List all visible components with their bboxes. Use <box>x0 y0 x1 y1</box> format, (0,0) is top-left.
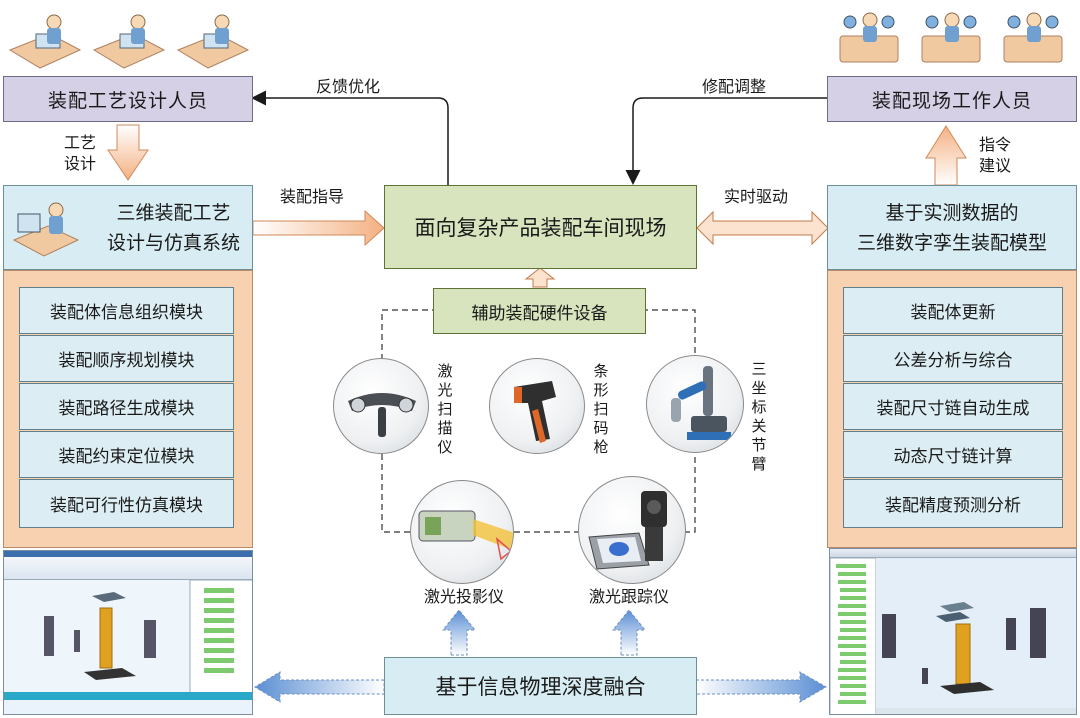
right-software-screenshot <box>829 548 1077 715</box>
hardware-box: 辅助装配硬件设备 <box>433 288 646 334</box>
left-module-label: 装配顺序规划模块 <box>58 351 195 371</box>
right-module-item: 装配尺寸链自动生成 <box>843 383 1063 430</box>
left-module-label: 装配路径生成模块 <box>58 399 195 419</box>
cmm-arm-label: 三坐标关节臂 <box>751 360 767 473</box>
laser-projector-label: 激光投影仪 <box>424 587 505 606</box>
right-module-label: 动态尺寸链计算 <box>893 447 1013 467</box>
left-module-item: 装配体信息组织模块 <box>19 287 234 334</box>
digital-twin-box: 基于实测数据的 三维数字孪生装配模型 <box>827 185 1077 270</box>
left-module-label: 装配约束定位模块 <box>58 447 195 467</box>
process-design-label: 工艺设计 <box>64 133 97 173</box>
fusion-title: 基于信息物理深度融合 <box>435 675 646 699</box>
designers-title: 装配工艺设计人员 <box>47 89 208 112</box>
right-module-label: 装配体更新 <box>910 303 996 323</box>
left-module-item: 装配约束定位模块 <box>19 431 234 478</box>
laser-projector-icon <box>418 510 513 561</box>
hardware-title: 辅助装配硬件设备 <box>471 303 608 324</box>
digital-twin-line1: 基于实测数据的 <box>885 201 1019 224</box>
workers-box: 装配现场工作人员 <box>827 76 1077 122</box>
left-module-item: 装配路径生成模块 <box>19 383 234 430</box>
left-module-label: 装配体信息组织模块 <box>50 303 203 323</box>
realtime-arrow <box>696 210 829 246</box>
realtime-label: 实时驱动 <box>724 187 789 206</box>
hardware-up-arrow <box>524 267 556 288</box>
right-module-label: 装配尺寸链自动生成 <box>876 399 1030 419</box>
projector-up-arrow <box>441 609 477 656</box>
right-module-item: 装配精度预测分析 <box>843 479 1063 528</box>
adjust-arrow <box>625 97 827 185</box>
right-module-label: 公差分析与综合 <box>893 351 1013 371</box>
cmm-arm-image <box>646 355 744 453</box>
barcode-gun-image <box>489 358 585 454</box>
screenshot-title-bar <box>4 551 252 557</box>
workshop-site-title: 面向复杂产品装配车间现场 <box>414 216 667 240</box>
worker-person-icon <box>1003 12 1063 63</box>
assembly-guide-label: 装配指导 <box>280 187 345 206</box>
right-module-item: 公差分析与综合 <box>843 335 1063 382</box>
barcode-gun-label: 条形扫码枪 <box>593 362 609 456</box>
left-system-line1: 三维装配工艺 <box>116 201 231 224</box>
laser-tracker-label: 激光跟踪仪 <box>589 587 670 606</box>
digital-twin-line2: 三维数字孪生装配模型 <box>856 231 1047 254</box>
instruction-label: 指令建议 <box>979 135 1012 175</box>
assembly-guide-arrow <box>252 209 385 247</box>
instruction-arrow <box>925 125 967 186</box>
worker-person-icon <box>839 12 899 63</box>
feedback-label: 反馈优化 <box>316 77 381 96</box>
designer-person-icon <box>8 14 82 69</box>
tracker-up-arrow <box>611 609 647 656</box>
left-module-item: 装配顺序规划模块 <box>19 335 234 382</box>
process-design-arrow <box>107 124 149 181</box>
laser-scanner-icon <box>348 393 416 437</box>
assembly-3d-view <box>4 579 252 701</box>
worker-people-icons <box>839 12 1063 63</box>
workers-title: 装配现场工作人员 <box>871 89 1032 112</box>
laser-tracker-icon <box>588 491 667 570</box>
laser-scanner-label: 激光扫描仪 <box>437 362 453 456</box>
designer-person-icon <box>176 14 250 69</box>
right-module-item: 装配体更新 <box>843 287 1063 334</box>
feedback-arrow <box>251 90 449 185</box>
right-module-item: 动态尺寸链计算 <box>843 431 1063 478</box>
cmm-arm-icon <box>671 366 731 440</box>
laser-projector-image <box>410 480 514 584</box>
adjust-label: 修配调整 <box>702 77 767 96</box>
screenshot-toolbar <box>4 557 252 580</box>
right-module-label: 装配精度预测分析 <box>885 496 1021 516</box>
designer-people-icons <box>8 14 250 69</box>
twin-3d-view <box>830 557 1076 714</box>
left-software-screenshot <box>3 550 253 715</box>
designer-at-computer-icon <box>12 202 80 257</box>
fusion-box: 基于信息物理深度融合 <box>384 657 697 715</box>
screenshot-menu-bar <box>830 549 1076 558</box>
workshop-site-box: 面向复杂产品装配车间现场 <box>384 185 697 269</box>
left-system-line2: 设计与仿真系统 <box>106 231 240 254</box>
designers-box: 装配工艺设计人员 <box>3 76 253 122</box>
laser-tracker-image <box>578 476 686 584</box>
left-module-item: 装配可行性仿真模块 <box>19 479 234 528</box>
left-system-box: 三维装配工艺 设计与仿真系统 <box>3 185 253 270</box>
left-module-label: 装配可行性仿真模块 <box>50 496 203 516</box>
fusion-right-arrow <box>695 671 828 703</box>
worker-person-icon <box>921 12 981 63</box>
laser-scanner-image <box>333 358 429 454</box>
designer-person-icon <box>92 14 166 69</box>
barcode-gun-icon <box>514 381 556 443</box>
fusion-left-arrow <box>254 671 385 703</box>
